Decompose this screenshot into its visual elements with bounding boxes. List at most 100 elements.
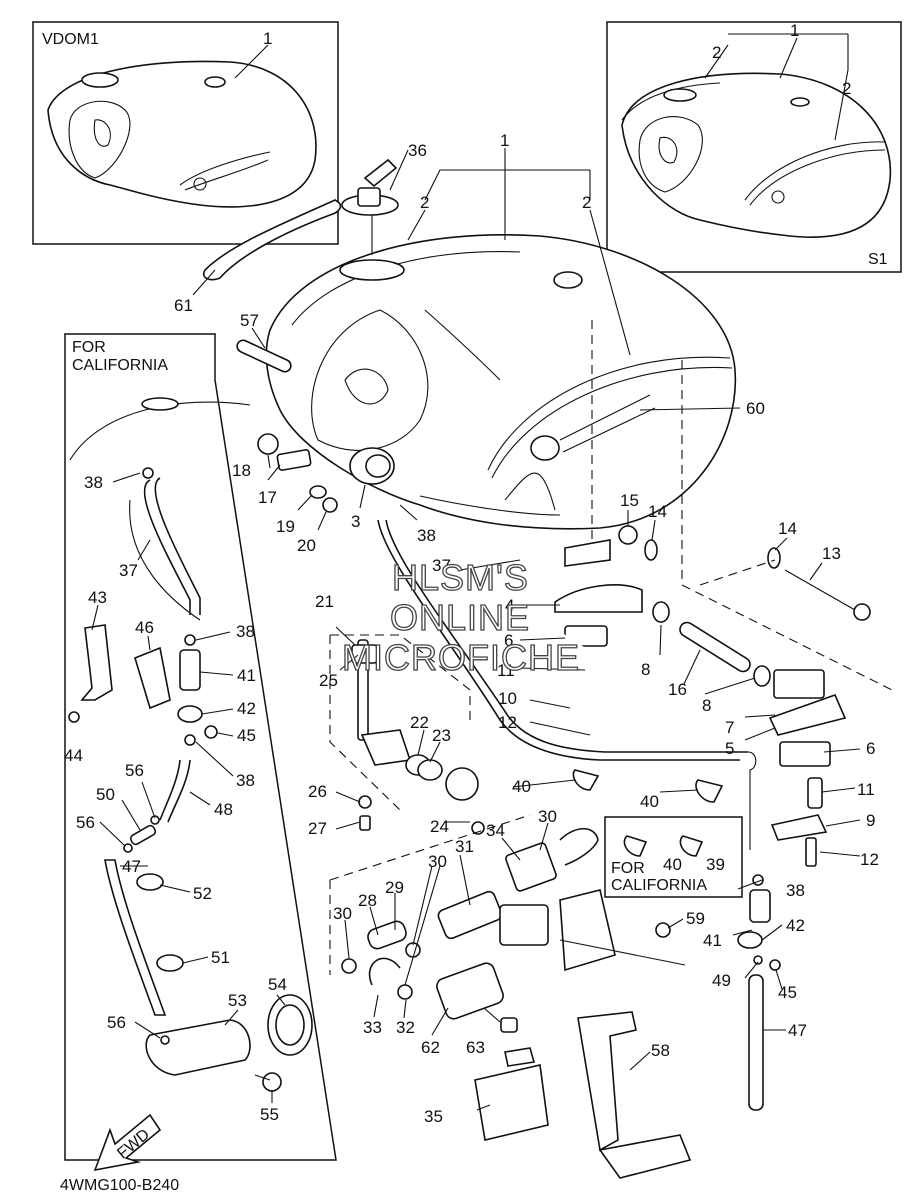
callout-59: 59 <box>686 909 705 928</box>
fuel-lines-and-pump <box>329 519 757 1033</box>
hose-57 <box>236 339 292 373</box>
callout-11a: 11 <box>497 661 515 680</box>
california-label-line1: FOR <box>72 339 106 356</box>
callout-40a: 40 <box>512 777 531 796</box>
california-label-line2: CALIFORNIA <box>72 357 168 374</box>
callout-6a: 6 <box>504 631 513 650</box>
callout-vdom1-1: 1 <box>263 29 272 48</box>
callout-13: 13 <box>822 544 841 563</box>
callout-57: 57 <box>240 311 259 330</box>
callout-s1-2a: 2 <box>712 43 721 62</box>
callout-49: 49 <box>712 971 731 990</box>
callout-63: 63 <box>466 1038 485 1057</box>
inset-california: FOR CALIFORNIA <box>64 333 337 1161</box>
callout-56a: 56 <box>125 761 144 780</box>
callout-53: 53 <box>228 991 247 1010</box>
callout-25: 25 <box>319 671 338 690</box>
callout-10: 10 <box>498 689 517 708</box>
callout-51: 51 <box>211 948 230 967</box>
callout-38c: 38 <box>236 622 255 641</box>
pump-bracket-58 <box>577 1011 692 1179</box>
fuel-cap-key <box>341 158 399 255</box>
inset-california-small: FOR CALIFORNIA <box>604 816 743 898</box>
callout-58: 58 <box>651 1041 670 1060</box>
callout-29: 29 <box>385 878 404 897</box>
inset-vdom1: VDOM1 <box>32 21 339 245</box>
callout-55: 55 <box>260 1105 279 1124</box>
callout-15: 15 <box>620 491 639 510</box>
callout-8a: 8 <box>641 660 650 679</box>
callout-32: 32 <box>396 1018 415 1037</box>
callout-35: 35 <box>424 1107 443 1126</box>
inset-s1-label: S1 <box>868 251 888 268</box>
callout-60: 60 <box>746 399 765 418</box>
callout-main-1: 1 <box>500 131 509 150</box>
callout-numbers: 1 1 2 2 1 2 2 36 61 57 60 18 17 19 20 3 … <box>64 21 879 1126</box>
callout-19: 19 <box>276 517 295 536</box>
callout-48: 48 <box>214 800 233 819</box>
callout-9: 9 <box>866 811 875 830</box>
dashed-leaders-tank <box>591 320 893 691</box>
callout-5: 5 <box>725 739 734 758</box>
callout-8b: 8 <box>702 696 711 715</box>
leader-lines <box>91 33 861 1111</box>
callout-61: 61 <box>174 296 193 315</box>
callout-31: 31 <box>455 837 474 856</box>
callout-18: 18 <box>232 461 251 480</box>
diagram-code: 4WMG100-B240 <box>60 1177 179 1194</box>
callout-41b: 41 <box>703 931 722 950</box>
callout-38b: 38 <box>84 473 103 492</box>
callout-56c: 56 <box>107 1013 126 1032</box>
mount-brackets <box>554 525 871 867</box>
callout-23: 23 <box>432 726 451 745</box>
callout-46: 46 <box>135 618 154 637</box>
callout-47a: 47 <box>122 857 141 876</box>
callout-37b: 37 <box>432 556 451 575</box>
callout-22: 22 <box>410 713 429 732</box>
inset-vdom1-label: VDOM1 <box>42 31 99 48</box>
callout-52: 52 <box>193 884 212 903</box>
callout-44: 44 <box>64 746 83 765</box>
callout-30b: 30 <box>428 852 447 871</box>
callout-30c: 30 <box>333 904 352 923</box>
callout-7: 7 <box>725 718 734 737</box>
callout-30a: 30 <box>538 807 557 826</box>
cover-35 <box>474 1047 549 1141</box>
callout-24: 24 <box>430 817 449 836</box>
callout-17: 17 <box>258 488 277 507</box>
fuel-cock-assembly <box>329 634 485 835</box>
callout-33: 33 <box>363 1018 382 1037</box>
callout-37a: 37 <box>119 561 138 580</box>
callout-s1-2b: 2 <box>842 79 851 98</box>
callout-42b: 42 <box>786 916 805 935</box>
callout-56b: 56 <box>76 813 95 832</box>
callout-6b: 6 <box>866 739 875 758</box>
callout-38e: 38 <box>786 881 805 900</box>
california-small-label-line1: FOR <box>611 860 645 877</box>
inset-s1: S1 <box>606 21 902 273</box>
callout-s1-1: 1 <box>790 21 799 40</box>
watermark: HLSM'S ONLINE MICROFICHE <box>341 556 580 678</box>
callout-12a: 12 <box>498 713 517 732</box>
callout-12b: 12 <box>860 850 879 869</box>
callout-45a: 45 <box>237 726 256 745</box>
fwd-arrow: FWD <box>93 1113 162 1172</box>
callout-main-2b: 2 <box>582 193 591 212</box>
callout-41a: 41 <box>237 666 256 685</box>
callout-40b: 40 <box>640 792 659 811</box>
callout-54: 54 <box>268 975 287 994</box>
watermark-line3: MICROFICHE <box>342 637 580 678</box>
callout-14a: 14 <box>648 502 667 521</box>
california-components <box>68 467 313 1092</box>
callout-27: 27 <box>308 819 327 838</box>
callout-62: 62 <box>421 1038 440 1057</box>
callout-11b: 11 <box>857 780 875 799</box>
california-small-label-line2: CALIFORNIA <box>611 877 707 894</box>
small-parts-17-20 <box>257 433 338 513</box>
callout-16: 16 <box>668 680 687 699</box>
callout-14b: 14 <box>778 519 797 538</box>
callout-4: 4 <box>505 596 514 615</box>
callout-47b: 47 <box>788 1021 807 1040</box>
watermark-line2: ONLINE <box>390 597 530 638</box>
